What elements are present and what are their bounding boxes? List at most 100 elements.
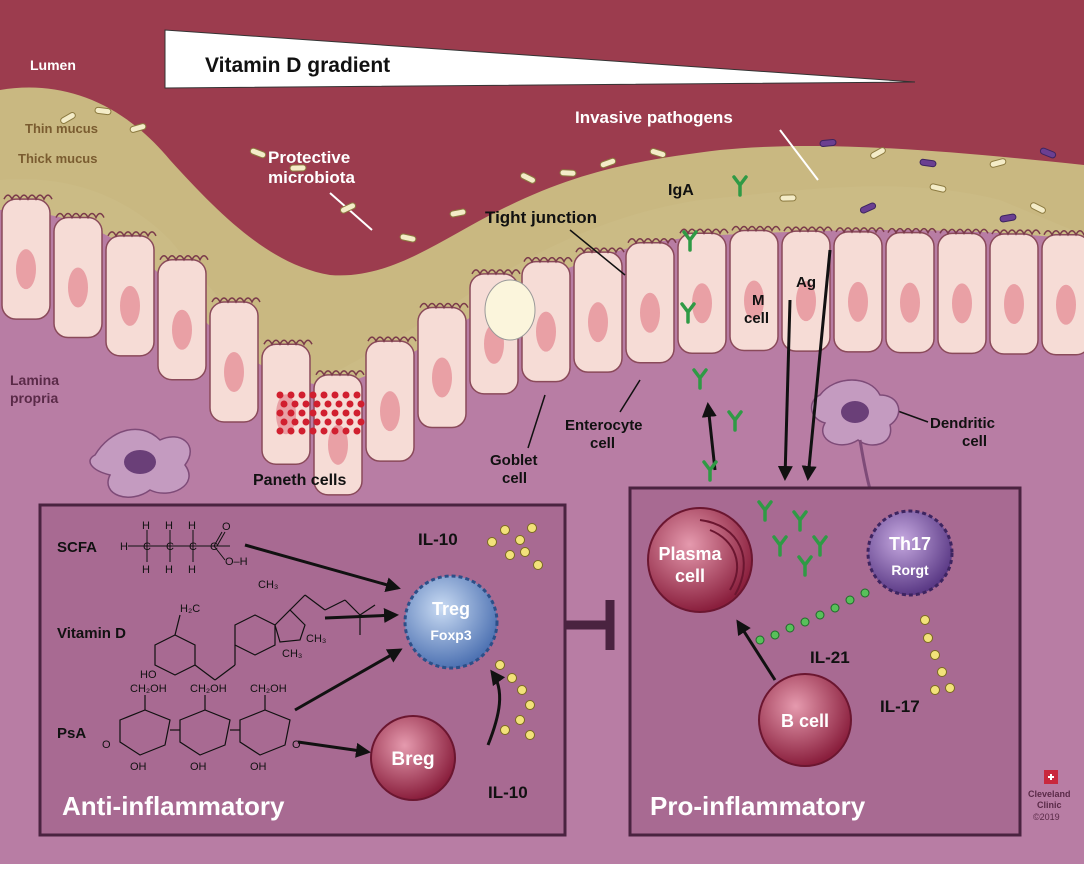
b-cell-label: B cell: [781, 711, 829, 731]
microvilli: [887, 227, 937, 235]
plasma-label-1: Plasma: [658, 544, 722, 564]
dendritic-pointer: [894, 409, 929, 423]
paneth-granule: [298, 427, 306, 435]
goblet-mucus-granules: [484, 279, 536, 341]
cell-nucleus: [848, 281, 868, 322]
cell-nucleus: [900, 282, 920, 323]
microvilli: [783, 226, 833, 233]
cell-nucleus: [224, 352, 244, 392]
cell-nucleus: [172, 309, 192, 350]
lamina-label-1: Lamina: [10, 372, 59, 388]
il10-bottom-label: IL-10: [488, 783, 528, 802]
il10-dot: [505, 550, 515, 560]
svg-text:H: H: [188, 564, 196, 576]
svg-text:H: H: [165, 564, 173, 576]
th17-sublabel: Rorgt: [891, 562, 929, 578]
il10-dot: [487, 537, 497, 547]
svg-text:OH: OH: [130, 761, 147, 773]
pathogen: [919, 158, 937, 168]
ag-label: Ag: [796, 274, 816, 291]
antibody: [812, 535, 828, 557]
paneth-granule: [357, 400, 365, 408]
paneth-granule: [302, 400, 310, 408]
vitamin-d-structure: [154, 594, 376, 681]
paneth-granule: [324, 418, 332, 426]
pro-inflammatory-title: Pro-inflammatory: [650, 791, 866, 821]
il10-top-label: IL-10: [418, 530, 458, 549]
pro-arrows: [701, 249, 832, 681]
commensal-bacterium: [870, 147, 886, 159]
th17-cell: Th17 Rorgt: [866, 509, 954, 597]
commensal-bacterium: [339, 202, 357, 214]
il10-dot: [520, 547, 530, 557]
commensal-bacterium: [989, 158, 1007, 168]
microvilli: [315, 370, 365, 377]
paneth-granule: [276, 391, 284, 399]
antibody: [680, 302, 696, 324]
commensal-bacterium: [779, 194, 797, 202]
paneth-granule: [287, 427, 295, 435]
commensal-bacterium: [399, 233, 417, 243]
vitamin-d-label: Vitamin D: [57, 625, 126, 642]
pathogen: [999, 213, 1017, 223]
microvilli: [419, 302, 469, 310]
paneth-granule: [357, 418, 365, 426]
anti-inflammatory-title: Anti-inflammatory: [62, 791, 285, 821]
microvilli: [575, 247, 625, 254]
paneth-granule: [287, 409, 295, 417]
svg-text:O: O: [102, 739, 111, 751]
paneth-granule: [331, 409, 339, 417]
microvilli: [939, 228, 989, 235]
psa-label: PsA: [57, 725, 86, 742]
antibody: [692, 368, 708, 390]
commensal-bacterium: [94, 106, 112, 116]
microvilli: [731, 225, 781, 233]
treg-sublabel: Foxp3: [430, 627, 471, 643]
paneth-granule: [280, 400, 288, 408]
paneth-granule: [346, 418, 354, 426]
lumen-label: Lumen: [30, 57, 76, 73]
pathogen: [859, 202, 877, 214]
cell-nucleus: [120, 285, 140, 326]
microvilli: [835, 227, 885, 234]
b-cell: B cell: [758, 673, 852, 767]
antibody: [757, 500, 773, 522]
microvilli: [3, 194, 53, 201]
cytokine-dots: [755, 588, 955, 695]
commensal-bacterium: [559, 169, 577, 177]
antibody: [772, 535, 788, 557]
inhibition-symbol: [565, 600, 615, 650]
credit-line2: Clinic: [1037, 800, 1062, 810]
cell-nucleus: [1056, 284, 1076, 325]
svg-text:CH₂OH: CH₂OH: [250, 683, 287, 695]
svg-text:CH₂OH: CH₂OH: [130, 683, 167, 695]
il10-dot: [525, 700, 535, 710]
cell-nucleus: [744, 280, 764, 321]
paneth-label: Paneth cells: [253, 472, 346, 489]
protective-label-1: Protective: [268, 148, 350, 167]
mucus-layer: [0, 87, 1084, 385]
commensal-bacterium: [649, 148, 667, 158]
microvilli: [627, 237, 677, 245]
cell-nucleus: [640, 292, 660, 333]
microvilli: [211, 297, 261, 304]
cell-nucleus: [952, 283, 972, 324]
enterocyte-label-2: cell: [590, 435, 615, 452]
cell-nucleus: [432, 357, 452, 398]
epithelium: [1, 194, 1084, 496]
goblet-label-2: cell: [502, 470, 527, 487]
microvilli: [55, 212, 105, 220]
il17-dot: [937, 667, 947, 677]
paneth-granule: [342, 391, 350, 399]
svg-text:CH₃: CH₃: [258, 579, 278, 591]
svg-text:OH: OH: [250, 761, 267, 773]
m-cell-label-1: M: [752, 292, 765, 309]
scfa-label: SCFA: [57, 539, 97, 556]
paneth-granule: [309, 391, 317, 399]
antibody: [682, 230, 698, 252]
svg-text:OH: OH: [190, 761, 207, 773]
